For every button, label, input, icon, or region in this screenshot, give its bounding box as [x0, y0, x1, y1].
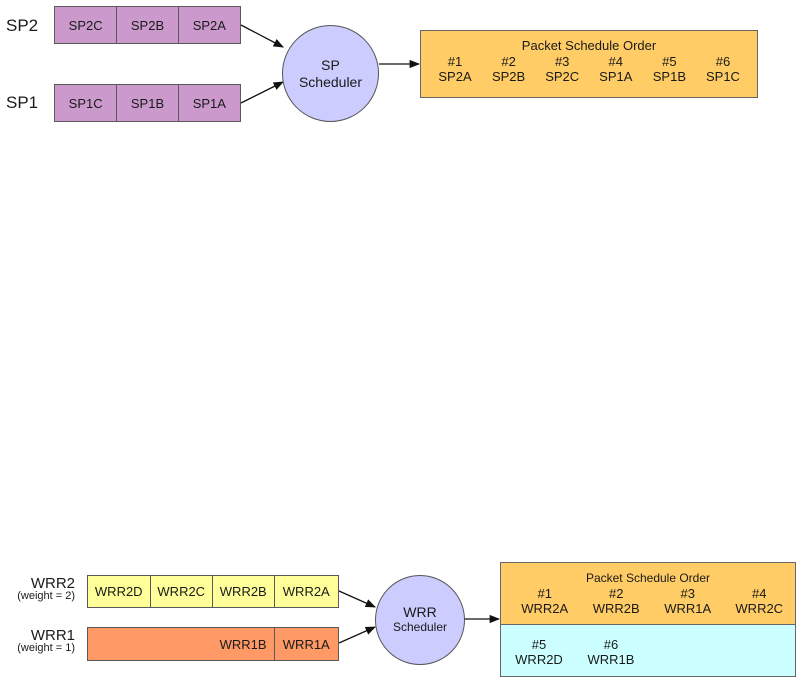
queue-label-wrr1: WRR1 (weight = 1) — [0, 628, 75, 655]
queue-label-wrr2: WRR2 (weight = 2) — [0, 576, 75, 603]
packet-cell: SP2A — [178, 7, 240, 43]
packet-cell: SP1A — [178, 85, 240, 121]
scheduler-subtitle: Scheduler — [392, 620, 448, 634]
packet-cell: WRR1B — [88, 628, 275, 660]
scheduler-title: WRR — [403, 604, 437, 620]
packet-cell: WRR2B — [213, 576, 275, 607]
scheduler-subtitle: Scheduler — [298, 73, 363, 90]
wrr-scheduler: WRR Scheduler — [375, 575, 465, 665]
packet-cell: SP1B — [117, 85, 179, 121]
queue-sp2: SP2C SP2B SP2A — [54, 6, 241, 44]
packet-cell: SP2C — [55, 7, 118, 43]
packet-cell: SP1C — [55, 85, 118, 121]
packet-cell: SP2B — [117, 7, 179, 43]
packet-cell: WRR2A — [274, 576, 338, 607]
packet-cell: WRR2D — [88, 576, 151, 607]
arrow-sp2-to-scheduler — [240, 24, 284, 48]
arrow-wrr1-to-scheduler — [338, 626, 376, 644]
queue-wrr1: WRR1B WRR1A — [87, 627, 339, 661]
scheduler-title: SP — [321, 56, 340, 73]
weight-label: (weight = 2) — [17, 590, 75, 602]
order-title: Packet Schedule Order — [521, 38, 657, 53]
queue-label-sp2: SP2 — [6, 16, 39, 35]
queue-label-sp1: SP1 — [6, 93, 39, 112]
packet-cell: WRR2C — [150, 576, 213, 607]
order-title: Packet Schedule Order — [585, 571, 711, 585]
queue-sp1: SP1C SP1B SP1A — [54, 84, 241, 122]
arrow-wrr2-to-scheduler — [338, 590, 376, 608]
sp-scheduler: SP Scheduler — [282, 25, 379, 122]
arrow-sp1-to-scheduler — [240, 81, 284, 104]
packet-cell: WRR1A — [274, 628, 338, 660]
queue-wrr2: WRR2D WRR2C WRR2B WRR2A — [87, 575, 339, 608]
weight-label: (weight = 1) — [17, 642, 75, 654]
